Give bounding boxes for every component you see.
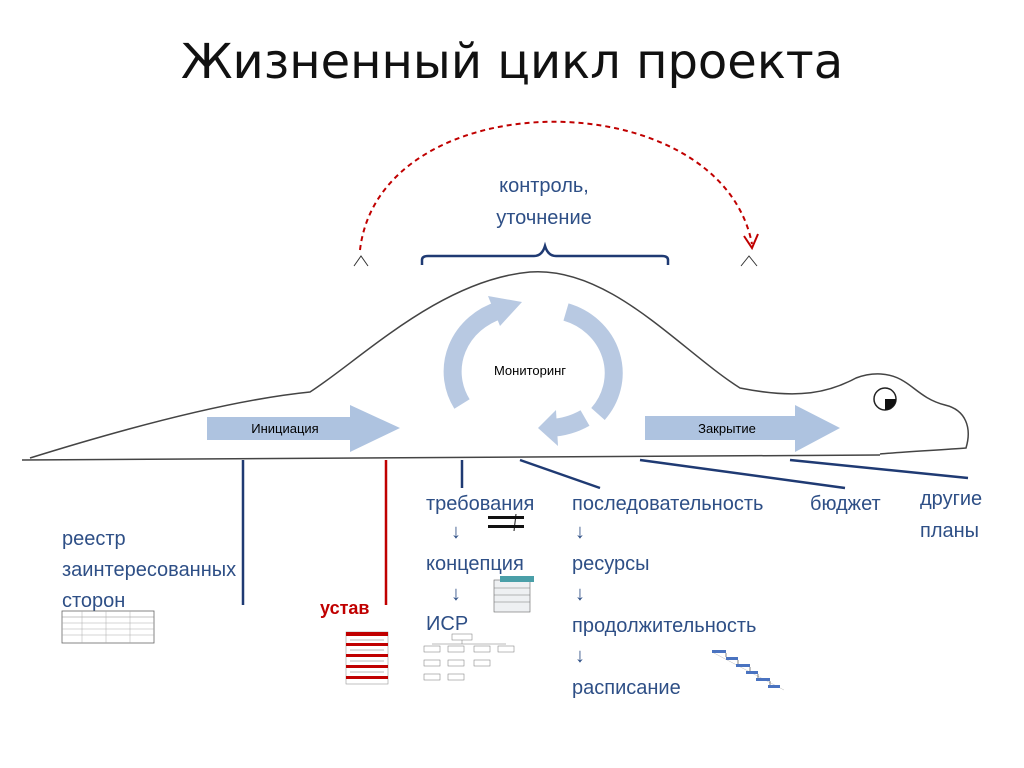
charter-label: устав <box>320 598 369 618</box>
cycle-arrowhead-top-icon <box>488 296 522 326</box>
control-label-line1: контроль, <box>499 175 589 197</box>
closing-label: Закрытие <box>698 421 756 436</box>
other-plans-connector <box>789 458 969 480</box>
stakeholders-line2: заинтересованных <box>62 559 236 581</box>
other-plans-line2: планы <box>920 520 979 542</box>
schedule-sequence: последовательность <box>572 493 763 515</box>
initiation-arrow <box>207 405 400 452</box>
control-brace <box>420 241 670 265</box>
scope-arrow-1: ↓ <box>451 521 461 543</box>
stakeholders-line3: сторон <box>62 590 125 612</box>
scope-requirements: требования <box>426 493 534 515</box>
lifecycle-curve <box>29 271 969 459</box>
schedule-arrow-1: ↓ <box>575 521 585 543</box>
left-tick-mark-icon <box>353 255 369 267</box>
cycle-arc-right <box>563 303 623 420</box>
monitoring-label: Мониторинг <box>494 363 566 378</box>
control-label-line2: уточнение <box>496 207 592 229</box>
schedule-timeline: расписание <box>572 677 681 699</box>
concept-stack-thumbnail <box>493 576 534 613</box>
scope-wbs: ИСР <box>426 613 468 635</box>
stakeholder-register-thumbnail <box>61 610 155 644</box>
cycle-arrowhead-bottom-icon <box>538 410 558 446</box>
schedule-arrow-2: ↓ <box>575 583 585 605</box>
budget-connector <box>639 458 846 490</box>
charter-document-thumbnail <box>345 631 389 685</box>
budget-label: бюджет <box>810 493 881 515</box>
slide-title: Жизненный цикл проекта <box>181 34 843 90</box>
initiation-label: Инициация <box>251 421 318 436</box>
schedule-resources: ресурсы <box>572 553 650 575</box>
dashed-arc-arrowhead-icon <box>743 233 759 251</box>
schedule-arrow-3: ↓ <box>575 645 585 667</box>
schedule-connector <box>519 458 601 490</box>
other-plans-line1: другие <box>920 488 982 510</box>
monitoring-cycle <box>443 296 623 446</box>
scope-concept: концепция <box>426 553 524 575</box>
wbs-tree-thumbnail <box>423 633 515 681</box>
schedule-duration: продолжительность <box>572 615 756 637</box>
stakeholders-line1: реестр <box>62 528 126 550</box>
requirements-symbol-icon <box>488 513 524 532</box>
cycle-arc-left <box>443 301 504 409</box>
eye-pupil-icon <box>885 399 896 410</box>
right-tick-mark-icon <box>740 255 758 267</box>
baseline <box>21 454 881 461</box>
gantt-chart-thumbnail <box>711 650 785 691</box>
scope-arrow-2: ↓ <box>451 583 461 605</box>
closing-arrow <box>645 405 840 452</box>
